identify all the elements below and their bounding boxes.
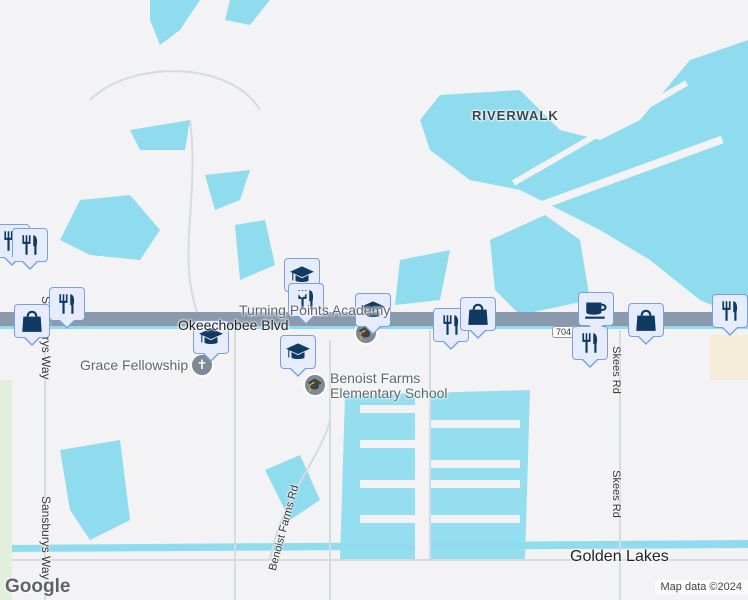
school-poi-icon[interactable]: 🎓	[303, 373, 327, 397]
neighborhood-label-riverwalk: RIVERWALK	[472, 108, 559, 123]
map-marker-school[interactable]	[280, 335, 316, 377]
local-roads	[0, 70, 748, 600]
restaurant-icon	[717, 298, 743, 324]
poi-label-benoist-2[interactable]: Elementary School	[330, 385, 448, 401]
map-marker-shopping-bag[interactable]	[628, 303, 664, 345]
cafe-icon	[583, 296, 609, 322]
map-attribution[interactable]: Map data ©2024	[654, 580, 748, 594]
shopping-bag-icon	[465, 301, 491, 327]
restaurant-icon	[17, 232, 43, 258]
google-logo: Google	[5, 576, 71, 597]
school-icon	[198, 324, 224, 350]
poi-label-grace-fellowship[interactable]: Grace Fellowship	[80, 357, 189, 373]
restaurant-icon	[577, 330, 603, 356]
school-icon	[289, 262, 315, 288]
church-icon[interactable]: ✝	[190, 353, 214, 377]
area-label-golden-lakes: Golden Lakes	[570, 548, 669, 565]
road-label-okeechobee: Okeechobee Blvd	[178, 317, 289, 333]
shopping-bag-icon	[633, 307, 659, 333]
shopping-bag-icon	[19, 308, 45, 334]
map-marker-cafe[interactable]	[578, 292, 614, 334]
school-icon	[285, 339, 311, 365]
poi-label-benoist-1[interactable]: Benoist Farms	[330, 370, 421, 386]
poi-label-turning-points[interactable]: Turning Points Academy	[239, 302, 391, 318]
map-marker-restaurant[interactable]	[288, 283, 324, 325]
school-icon	[360, 297, 386, 323]
map-marker-school[interactable]	[355, 293, 391, 335]
map-marker-school[interactable]	[193, 320, 229, 362]
map-marker-shopping-bag[interactable]	[460, 297, 496, 339]
water-bodies	[0, 0, 748, 560]
restaurant-icon	[438, 312, 464, 338]
subdivision-streets	[360, 80, 724, 560]
map-marker-restaurant[interactable]	[49, 287, 85, 329]
map-marker-restaurant[interactable]	[712, 294, 748, 336]
restaurant-icon	[54, 291, 80, 317]
map-marker-shopping-bag[interactable]	[14, 304, 50, 346]
